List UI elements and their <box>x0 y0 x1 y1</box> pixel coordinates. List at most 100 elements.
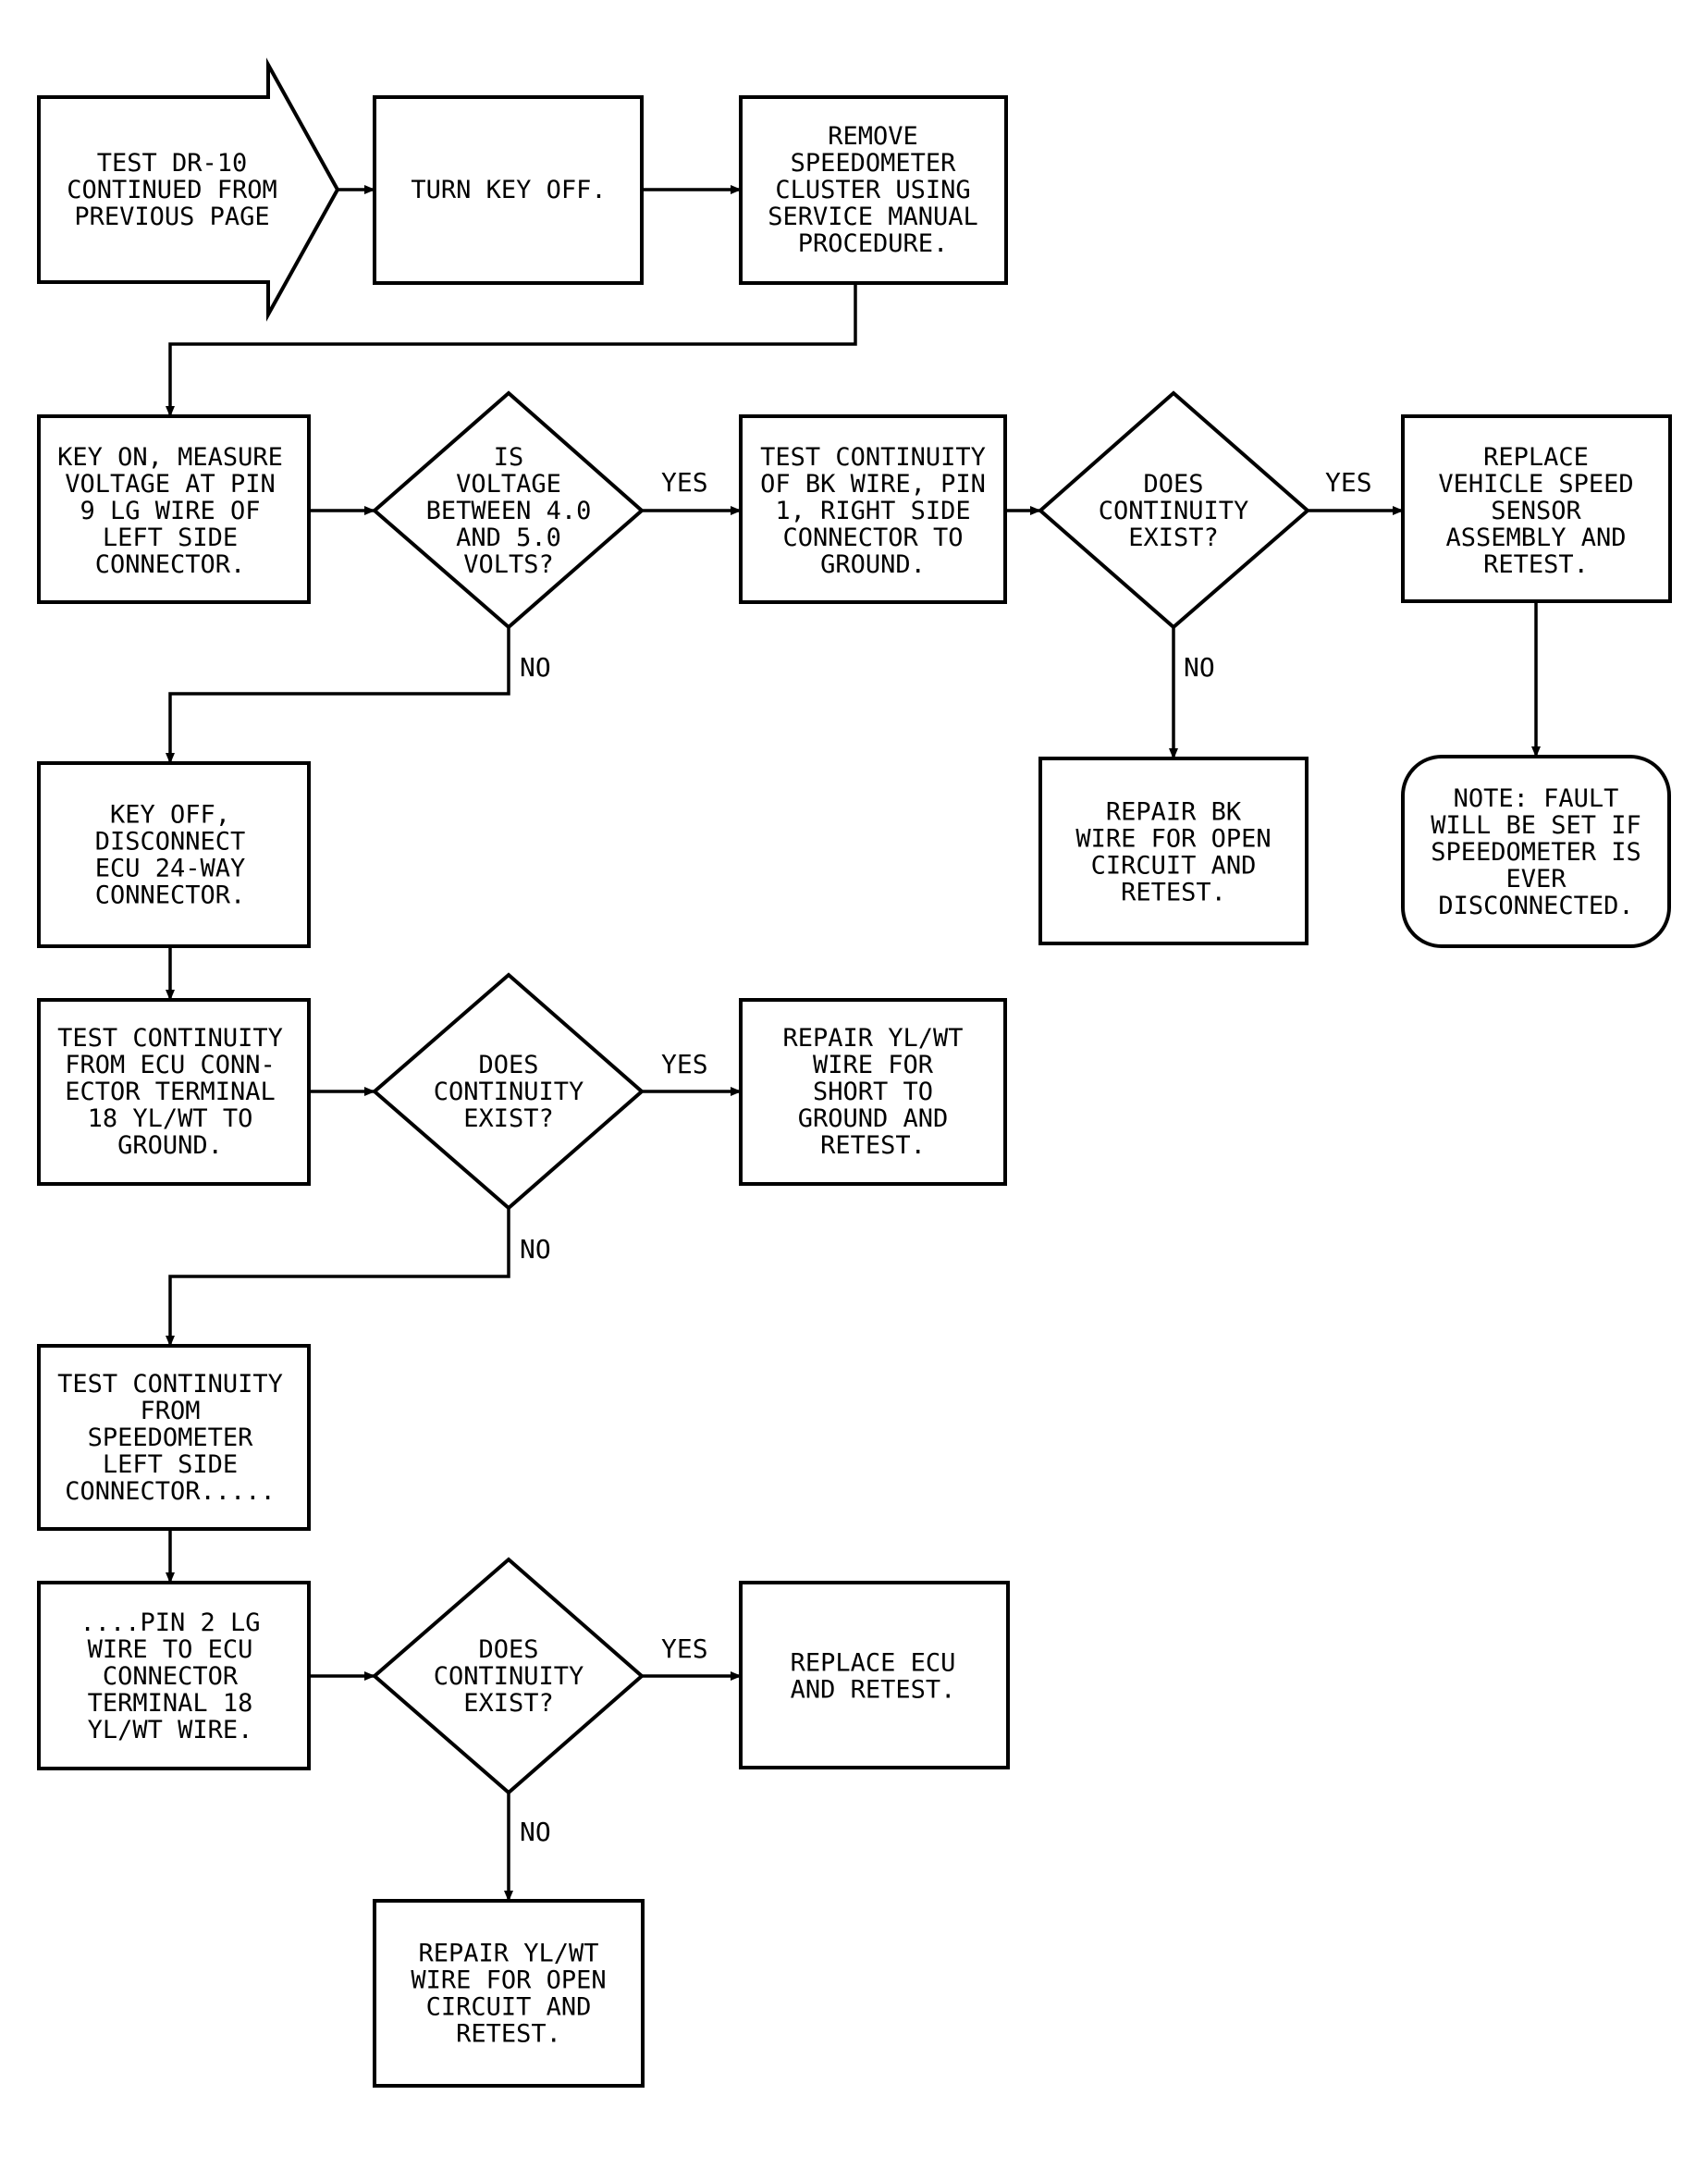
repair-bk-text-line: CIRCUIT AND <box>1091 852 1257 881</box>
edge-remove-cluster-to-measure-voltage <box>166 283 857 417</box>
test-bk-wire-text-line: TEST CONTINUITY <box>760 443 986 472</box>
test-speedo-connector-text-line: FROM <box>140 1397 200 1425</box>
repair-bk-text-line: WIRE FOR OPEN <box>1075 825 1271 854</box>
pin2-to-ecu-text-line: TERMINAL 18 <box>88 1689 253 1718</box>
pin2-to-ecu-text-line: CONNECTOR <box>103 1662 239 1691</box>
edge-label-no: NO <box>520 652 551 683</box>
voltage-check-text-line: BETWEEN 4.0 <box>426 497 592 525</box>
start-text-line: TEST DR-10 <box>97 149 248 178</box>
measure-voltage-text-line: KEY ON, MEASURE <box>57 443 283 472</box>
fault-note-text-line: DISCONNECTED. <box>1438 892 1633 920</box>
edge-ecu-continuity-to-test-speedo-connector <box>166 1208 510 1347</box>
test-speedo-connector-text-line: LEFT SIDE <box>103 1450 238 1479</box>
ecu-continuity-text-line: DOES <box>478 1051 538 1079</box>
fault-note-text-line: WILL BE SET IF <box>1431 811 1641 840</box>
edge-label-yes: YES <box>661 1049 708 1079</box>
measure-voltage-text-line: CONNECTOR. <box>95 550 246 579</box>
remove-cluster-text-line: CLUSTER USING <box>775 176 970 204</box>
repair-short-text-line: WIRE FOR <box>813 1051 934 1079</box>
test-speedo-connector-text-line: CONNECTOR..... <box>65 1477 276 1506</box>
voltage-check-text-line: AND 5.0 <box>456 524 561 552</box>
edge-voltage-check-to-disconnect-ecu <box>166 627 510 764</box>
disconnect-ecu-text-line: DISCONNECT <box>95 828 246 857</box>
test-ecu-terminal-text-line: 18 YL/WT TO <box>88 1104 253 1133</box>
replace-sensor-text-line: VEHICLE SPEED <box>1438 470 1633 499</box>
pin2-to-ecu-text-line: WIRE TO ECU <box>88 1635 253 1664</box>
ecu-continuity-text-line: EXIST? <box>463 1104 554 1133</box>
measure-voltage-text-line: VOLTAGE AT PIN <box>65 470 276 499</box>
disconnect-ecu-text-line: CONNECTOR. <box>95 881 246 910</box>
repair-open-text-line: CIRCUIT AND <box>426 1993 592 2022</box>
fault-note-text-line: SPEEDOMETER IS <box>1431 838 1641 867</box>
replace-ecu-text-line: REPLACE ECU <box>791 1649 956 1678</box>
test-ecu-terminal-text-line: FROM ECU CONN- <box>65 1051 276 1079</box>
remove-cluster-text-line: SPEEDOMETER <box>791 149 957 178</box>
remove-cluster-text-line: SERVICE MANUAL <box>768 203 978 231</box>
remove-cluster-text-line: REMOVE <box>828 122 918 151</box>
voltage-check-text-line: VOLTAGE <box>456 470 561 499</box>
connectors <box>166 185 1541 1902</box>
edge-label-yes: YES <box>661 467 708 498</box>
pin2-to-ecu-text-line: ....PIN 2 LG <box>80 1609 260 1637</box>
turn-key-off-text-line: TURN KEY OFF. <box>411 176 606 204</box>
voltage-check-text-line: VOLTS? <box>463 550 554 579</box>
repair-open-text-line: WIRE FOR OPEN <box>411 1966 606 1995</box>
start-text-line: CONTINUED FROM <box>67 176 277 204</box>
measure-voltage-text-line: LEFT SIDE <box>103 524 238 552</box>
repair-bk-text-line: RETEST. <box>1121 879 1226 907</box>
replace-sensor-text-line: REPLACE <box>1483 443 1589 472</box>
fault-note-text-line: EVER <box>1505 865 1567 894</box>
turn-key-off-step: TURN KEY OFF. <box>373 95 644 285</box>
test-ecu-terminal-text-line: ECTOR TERMINAL <box>65 1078 276 1106</box>
final-continuity-text-line: DOES <box>478 1635 538 1664</box>
repair-short-text-line: GROUND AND <box>798 1104 949 1133</box>
disconnect-ecu-text-line: ECU 24-WAY <box>95 855 246 883</box>
test-ecu-terminal-text-line: GROUND. <box>117 1131 223 1160</box>
test-bk-wire-text-line: OF BK WIRE, PIN <box>760 470 986 499</box>
repair-bk-text-line: REPAIR BK <box>1106 798 1242 827</box>
repair-short-text-line: REPAIR YL/WT <box>782 1024 963 1053</box>
start-text-line: PREVIOUS PAGE <box>74 203 269 231</box>
bk-continuity-text-line: CONTINUITY <box>1099 497 1249 525</box>
pin2-to-ecu-text-line: YL/WT WIRE. <box>88 1716 253 1744</box>
repair-short-text-line: RETEST. <box>820 1131 926 1160</box>
bk-continuity-text-line: DOES <box>1143 470 1203 499</box>
edge-labels: YES YES NO NO YES NO YES NO <box>520 467 1372 1847</box>
final-continuity-text-line: EXIST? <box>463 1689 554 1718</box>
repair-open-text-line: RETEST. <box>456 2020 561 2049</box>
fault-note-text-line: NOTE: FAULT <box>1454 784 1619 813</box>
test-bk-wire-text-line: 1, RIGHT SIDE <box>775 497 970 525</box>
repair-open-text-line: REPAIR YL/WT <box>418 1940 598 1968</box>
voltage-check-text-line: IS <box>494 443 524 472</box>
measure-voltage-text-line: 9 LG WIRE OF <box>80 497 260 525</box>
ecu-continuity-text-line: CONTINUITY <box>434 1078 584 1106</box>
repair-short-text-line: SHORT TO <box>813 1078 933 1106</box>
test-speedo-connector-text-line: TEST CONTINUITY <box>57 1370 283 1399</box>
test-bk-wire-text-line: GROUND. <box>820 550 926 579</box>
remove-cluster-text-line: PROCEDURE. <box>798 229 949 258</box>
edge-label-yes: YES <box>1325 467 1372 498</box>
bk-continuity-text-line: EXIST? <box>1128 524 1219 552</box>
replace-ecu-text-line: AND RETEST. <box>791 1676 956 1705</box>
replace-sensor-text-line: RETEST. <box>1483 550 1589 579</box>
